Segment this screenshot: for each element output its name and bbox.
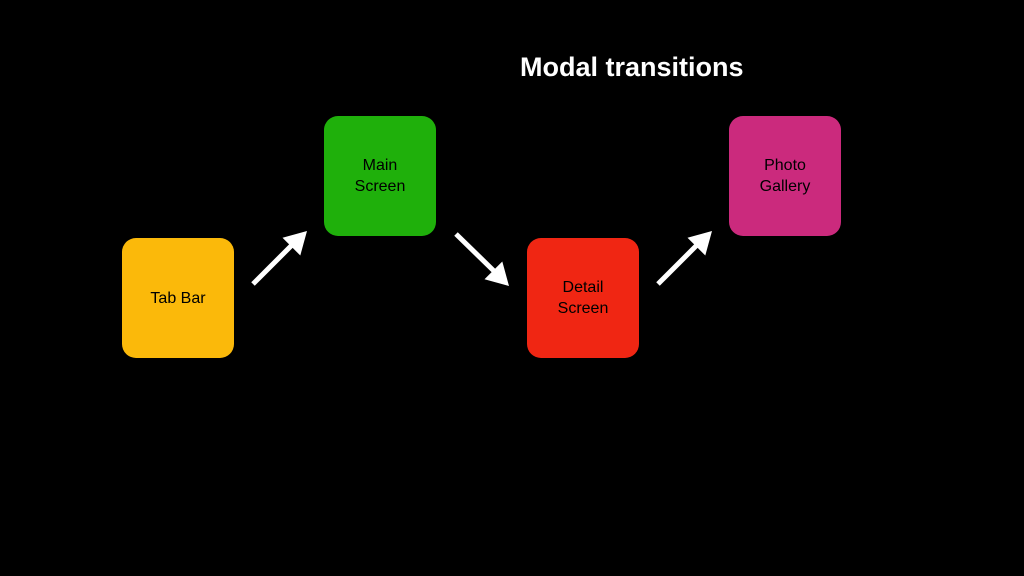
tab-bar-label: Tab Bar [150,289,206,307]
arrow-main-to-detail [454,232,509,286]
diagram-title: Modal transitions [520,52,744,82]
arrow-detail-to-gallery [656,231,712,286]
photo-gallery-label: Photo Gallery [759,157,811,195]
main-screen-label: Main Screen [354,157,406,195]
tab-bar-node: Tab Bar [122,238,234,358]
photo-gallery-node: Photo Gallery [729,116,841,236]
arrow-tab-to-main [251,231,307,286]
main-screen-node: Main Screen [324,116,436,236]
detail-screen-label: Detail Screen [557,279,609,317]
detail-screen-node: Detail Screen [527,238,639,358]
